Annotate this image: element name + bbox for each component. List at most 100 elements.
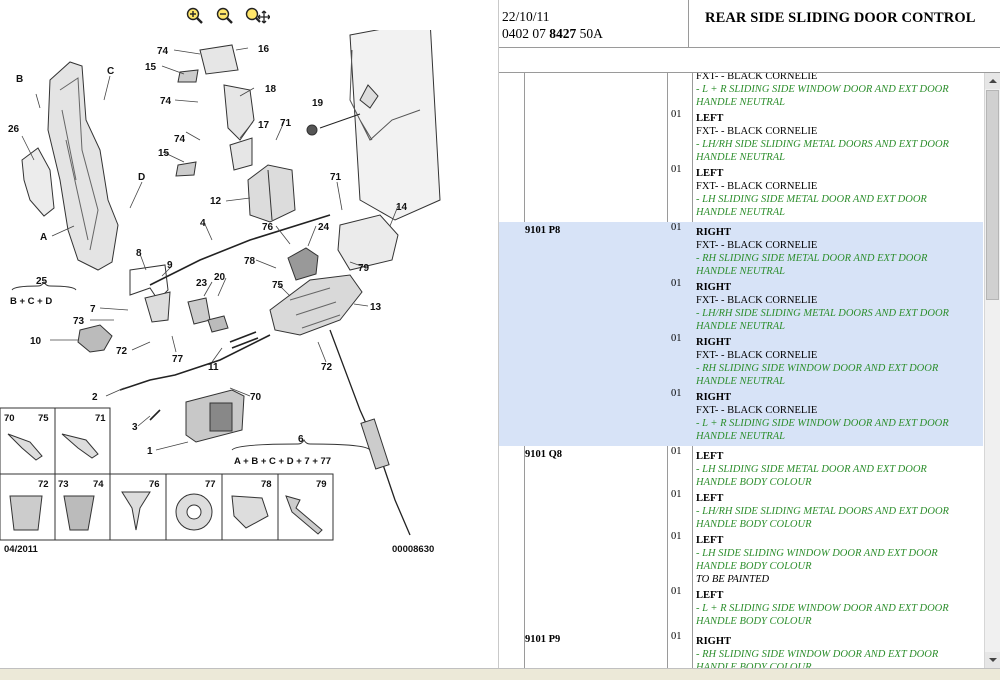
quantity: 01 [671,531,682,542]
svg-text:C: C [107,66,114,77]
scroll-up-arrow-icon[interactable] [985,73,1000,89]
svg-text:A: A [40,232,47,243]
list-item[interactable]: 01 LEFT - LH/RH SIDE SLIDING METAL DOORS A… [671,489,971,531]
quantity: 01 [671,278,682,289]
scrollbar-thumb[interactable] [986,90,999,300]
svg-text:24: 24 [318,222,330,233]
quantity: 01 [671,333,682,344]
part-description: HANDLE BODY COLOUR [696,662,812,668]
svg-text:4: 4 [200,218,206,229]
svg-text:76: 76 [262,222,274,233]
door-panel-a [47,61,119,271]
svg-text:71: 71 [330,172,342,183]
side-label: LEFT [696,451,724,462]
diagram-drawing-number: 00008630 [392,544,434,555]
svg-text:73: 73 [58,479,69,490]
svg-text:72: 72 [116,346,128,357]
list-item[interactable]: 01 LEFT - LH SLIDING SIDE METAL DOOR AND E… [671,446,971,489]
zoom-in-icon[interactable] [185,7,203,25]
svg-text:7: 7 [90,304,96,315]
list-item[interactable]: 01 RIGHT - RH SLIDING SIDE WINDOW DOOR AND… [671,631,971,668]
svg-text:75: 75 [38,413,49,424]
svg-text:79: 79 [358,263,370,274]
svg-text:12: 12 [210,196,222,207]
part-description: - RH SLIDING SIDE WINDOW DOOR AND EXT DO… [696,649,939,660]
part-description: - RH SLIDING SIDE WINDOW DOOR AND EXT DO… [696,363,939,374]
svg-text:74: 74 [157,46,169,57]
part-description: - LH SLIDING SIDE METAL DOOR AND EXT DOO… [696,194,927,205]
svg-text:20: 20 [214,272,226,283]
quantity: 01 [671,388,682,399]
zoom-out-icon[interactable] [215,7,233,25]
svg-text:2: 2 [92,392,98,403]
svg-text:A + B + C + D + 7 + 77: A + B + C + D + 7 + 77 [234,456,331,467]
part-description: HANDLE BODY COLOUR [696,519,812,530]
svg-text:78: 78 [244,256,256,267]
part-description: HANDLE NEUTRAL [696,321,785,332]
part-description: HANDLE BODY COLOUR [696,561,812,572]
quantity: 01 [671,489,682,500]
svg-text:13: 13 [370,302,382,313]
part-description: HANDLE BODY COLOUR [696,477,812,488]
svg-text:9: 9 [167,260,173,271]
part-note: TO BE PAINTED [696,574,770,585]
svg-text:74: 74 [174,134,186,145]
list-item[interactable]: FXT- - BLACK CORNELIE- L + R SLIDING SID… [671,73,971,109]
side-label: LEFT [696,493,724,504]
svg-text:72: 72 [38,479,49,490]
svg-text:10: 10 [30,336,42,347]
part-description: - RH SLIDING SIDE METAL DOOR AND EXT DOO… [696,253,928,264]
svg-text:76: 76 [149,479,160,490]
parts-header: 22/10/11 0402 07 8427 50A REAR SIDE SLID… [499,0,1000,48]
zoom-pan-icon[interactable] [244,7,270,25]
svg-text:73: 73 [73,316,85,327]
quantity: 01 [671,631,682,642]
diagram-date-code: 04/2011 [4,544,39,555]
parts-list-scroll[interactable]: FXT- - BLACK CORNELIE - L + R SLIDING SID… [499,73,983,668]
part-description: - LH SLIDING SIDE METAL DOOR AND EXT DOO… [696,464,927,475]
svg-text:26: 26 [8,124,20,135]
svg-text:6: 6 [298,434,304,445]
svg-text:72: 72 [321,362,333,373]
fastener-grid [0,407,334,541]
svg-text:15: 15 [158,148,170,159]
svg-text:74: 74 [93,479,104,490]
vertical-scrollbar[interactable] [984,73,1000,668]
part-group[interactable]: FXT- - BLACK CORNELIE- L + R SLIDING SID… [499,73,983,222]
finish-label: FXT- - BLACK CORNELIE [696,126,818,137]
svg-text:75: 75 [272,280,284,291]
quantity: 01 [671,446,682,457]
part-description: - L + R SLIDING SIDE WINDOW DOOR AND EXT… [696,418,949,429]
svg-text:25: 25 [36,276,48,287]
scroll-down-arrow-icon[interactable] [985,652,1000,668]
side-label: RIGHT [696,636,732,647]
svg-text:18: 18 [265,84,277,95]
svg-text:11: 11 [208,362,219,373]
side-label: LEFT [696,590,724,601]
side-label: LEFT [696,535,724,546]
quantity: 01 [671,164,682,175]
part-description: HANDLE NEUTRAL [696,97,785,108]
svg-text:14: 14 [396,202,408,213]
svg-text:17: 17 [258,120,270,131]
svg-text:77: 77 [172,354,184,365]
svg-text:74: 74 [160,96,172,107]
part-description: - LH/RH SIDE SLIDING METAL DOORS AND EXT… [696,506,949,517]
svg-text:16: 16 [258,44,270,55]
part-reference: 9101 Q8 [525,449,563,460]
part-description: HANDLE NEUTRAL [696,431,785,442]
